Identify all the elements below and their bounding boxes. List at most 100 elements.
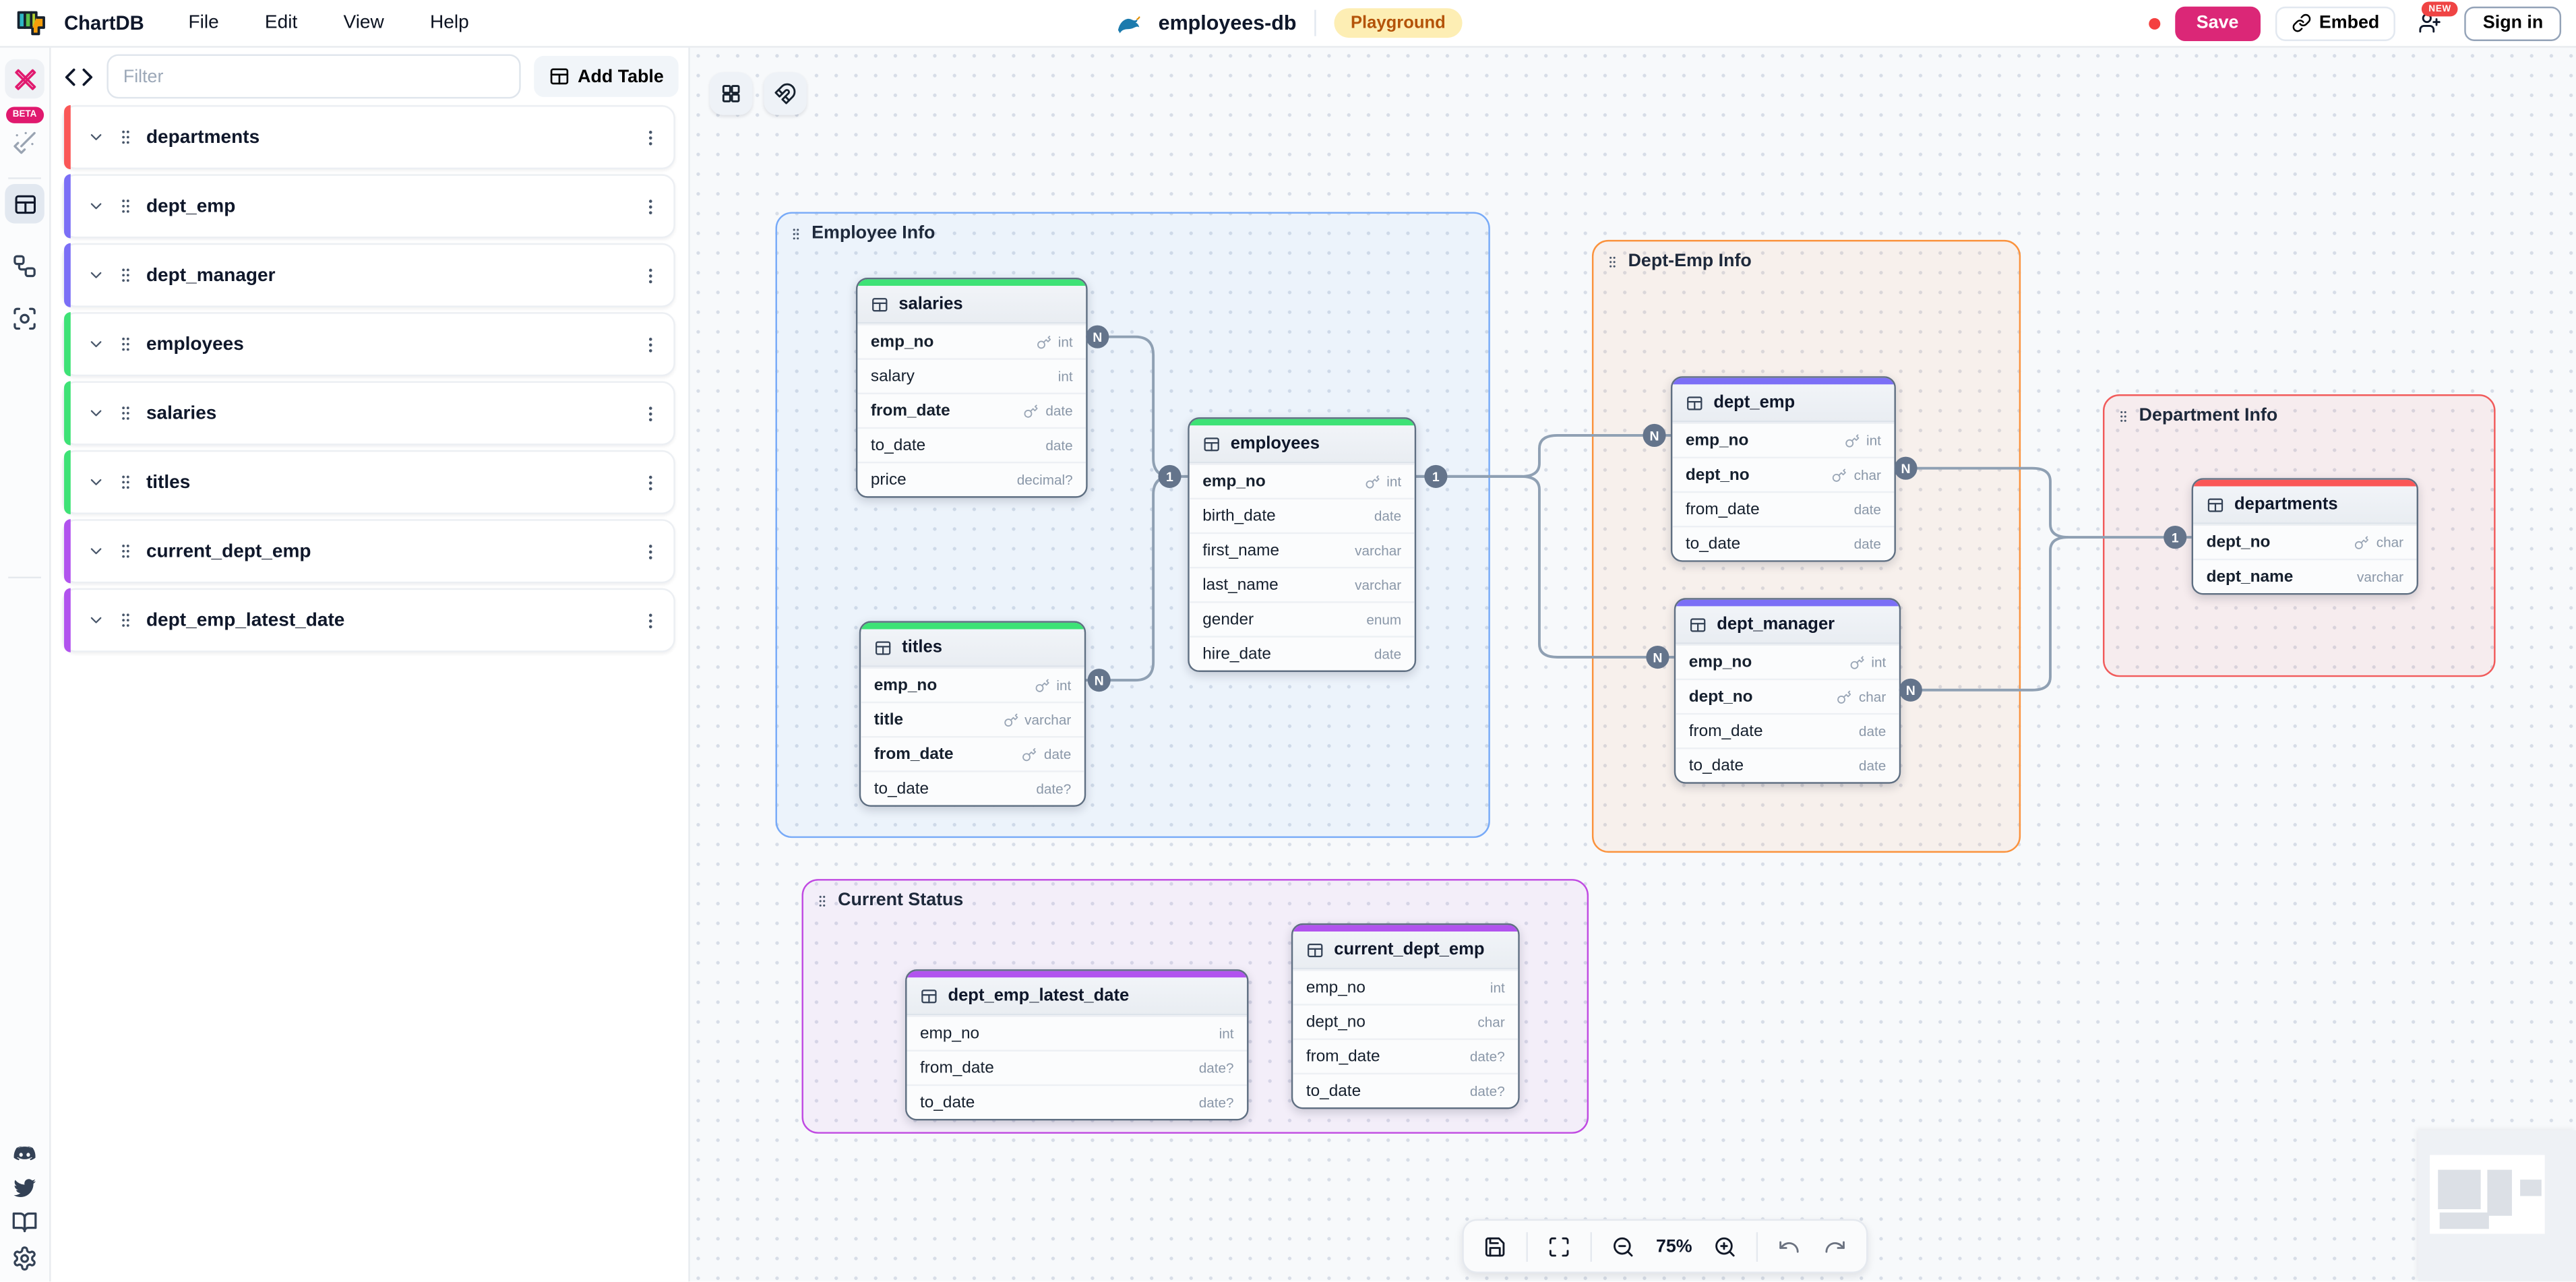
table-card-header[interactable]: dept_emp_latest_date (907, 977, 1248, 1016)
table-row[interactable]: titles (62, 450, 675, 514)
save-button[interactable]: Save (2175, 5, 2261, 40)
chevron-down-icon (87, 473, 105, 491)
snap-magnet-button[interactable] (764, 72, 807, 115)
add-table-button[interactable]: Add Table (533, 55, 679, 97)
settings-gear-icon[interactable] (11, 1246, 38, 1272)
table-card-header[interactable]: titles (861, 629, 1084, 667)
database-name[interactable]: employees-db (1158, 11, 1297, 35)
table-card-header[interactable]: departments (2193, 486, 2417, 524)
menu-file[interactable]: File (188, 13, 219, 33)
tables-panel-button[interactable] (5, 184, 44, 224)
relationship-line-dept_emp_departments[interactable] (1893, 466, 2192, 539)
minimap[interactable] (2418, 1130, 2576, 1282)
embed-button[interactable]: Embed (2275, 5, 2396, 40)
fit-view-button[interactable] (1539, 1227, 1579, 1266)
reorder-tables-button[interactable] (710, 72, 753, 115)
table-card-header[interactable]: salaries (857, 286, 1086, 324)
field-type: date (1374, 508, 1401, 524)
relationship-line-titles_employees[interactable] (1082, 475, 1172, 682)
redo-button[interactable] (1815, 1227, 1855, 1266)
table-color-bar (857, 279, 1086, 286)
drag-handle-icon (117, 542, 135, 560)
table-card-header[interactable]: dept_emp (1672, 384, 1895, 423)
discord-icon[interactable] (11, 1142, 38, 1168)
menu-help[interactable]: Help (430, 13, 469, 33)
menu-edit[interactable]: Edit (264, 13, 298, 33)
magic-wand-icon[interactable] (11, 130, 38, 156)
cardinality-badge: N (1086, 325, 1109, 348)
table-row[interactable]: dept_manager (62, 243, 675, 307)
table-row[interactable]: employees (62, 312, 675, 377)
docs-book-icon[interactable] (11, 1209, 38, 1235)
table-card-header[interactable]: current_dept_emp (1293, 932, 1519, 970)
table-row[interactable]: salaries (62, 381, 675, 446)
menu-view[interactable]: View (343, 13, 384, 33)
sign-in-button[interactable]: Sign in (2465, 5, 2562, 40)
dependencies-panel-button[interactable] (11, 305, 38, 332)
zoom-out-button[interactable] (1603, 1227, 1643, 1266)
undo-button[interactable] (1769, 1227, 1809, 1266)
table-row[interactable]: dept_emp_latest_date (62, 588, 675, 652)
twitter-icon[interactable] (11, 1175, 38, 1201)
table-card-header[interactable]: employees (1189, 425, 1415, 464)
table-row[interactable]: departments (62, 105, 675, 170)
relationships-panel-button[interactable] (11, 253, 38, 279)
relationship-line-employees_dept_emp[interactable] (1413, 433, 1671, 478)
filter-input[interactable] (106, 54, 520, 99)
table-icon (874, 638, 892, 657)
save-diagram-button[interactable] (1475, 1227, 1515, 1266)
relationship-line-dept_manager_departments[interactable] (1897, 536, 2068, 692)
zoom-level[interactable]: 75% (1655, 1236, 1692, 1256)
relationship-line-employees_dept_manager[interactable] (1413, 475, 1674, 659)
zoom-in-button[interactable] (1705, 1227, 1745, 1266)
invite-user-button[interactable]: NEW (2411, 1, 2458, 41)
editor-tools-button[interactable] (5, 59, 44, 99)
code-view-button[interactable] (64, 61, 94, 91)
table-row[interactable]: current_dept_emp (62, 519, 675, 584)
relationship-line-salaries_employees[interactable] (1084, 335, 1188, 478)
table-card-header[interactable]: dept_manager (1676, 606, 1899, 644)
table-row[interactable]: dept_emp (62, 174, 675, 239)
